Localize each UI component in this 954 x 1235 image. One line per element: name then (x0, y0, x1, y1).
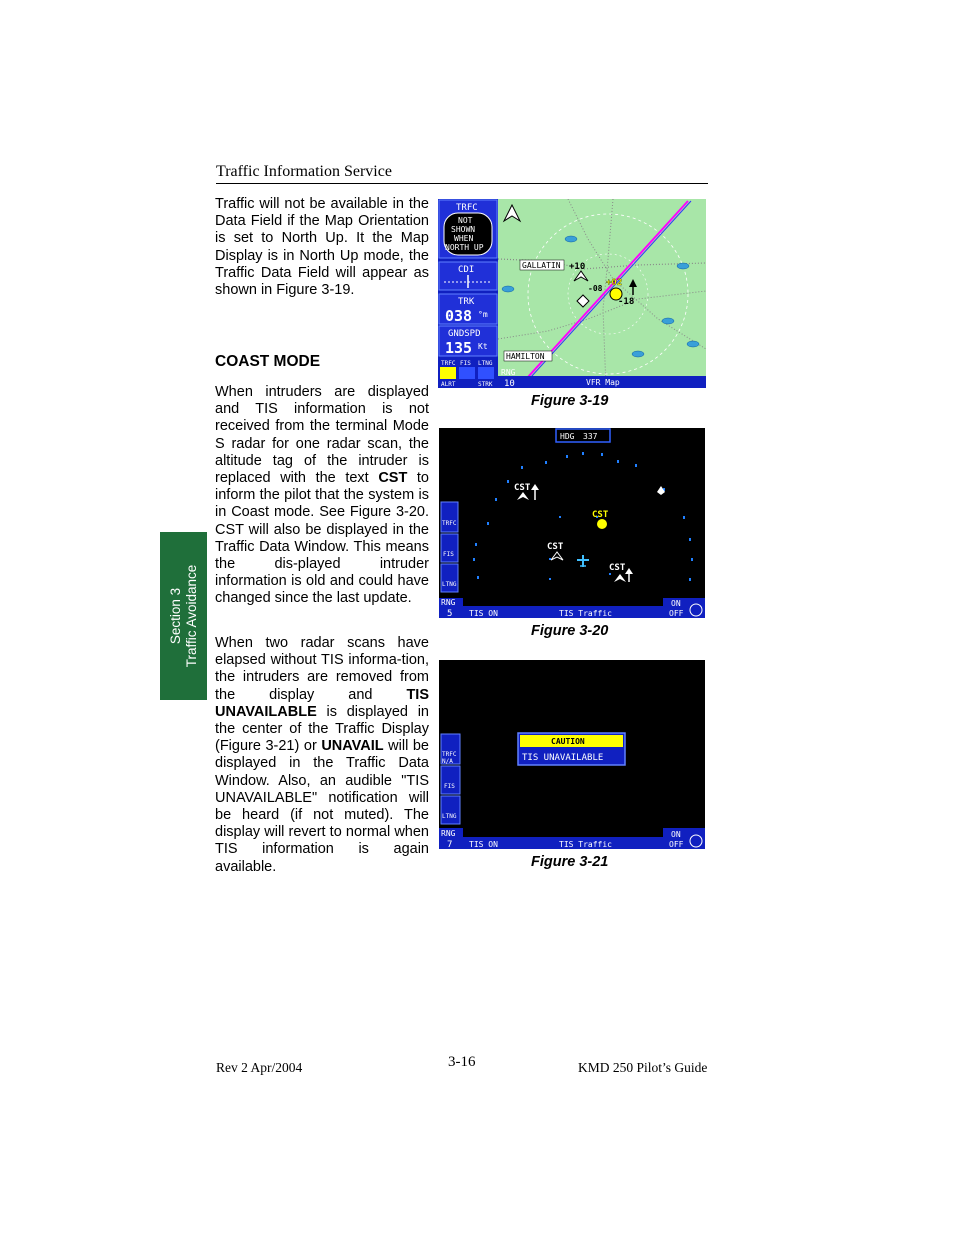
trk-field-label: TRK (458, 297, 475, 307)
header-title: Traffic Information Service (216, 163, 392, 180)
rng-value: 7 (447, 840, 452, 849)
svg-text:SHOWN: SHOWN (451, 225, 475, 234)
figure-3-21-tis-unavailable: CAUTION TIS UNAVAILABLE TRFC N/A FIS LTN… (439, 660, 705, 849)
svg-text:NOT: NOT (458, 216, 473, 225)
cdi-field-label: CDI (458, 265, 474, 275)
hdg-value: 337 (583, 432, 598, 441)
footer-revision: Rev 2 Apr/2004 (216, 1060, 303, 1075)
rng-value: 10 (504, 379, 515, 388)
svg-text:STRK: STRK (478, 381, 493, 388)
svg-text:TRFC: TRFC (441, 360, 456, 367)
svg-text:LTNG: LTNG (478, 360, 493, 367)
traffic-tag-minus08: -08 (588, 284, 603, 293)
rng-label: RNG (441, 598, 456, 607)
place-label-hamilton: HAMILTON (506, 352, 545, 361)
svg-text:TRFC: TRFC (442, 520, 457, 527)
svg-text:FIS: FIS (444, 783, 455, 790)
trk-value: 038 (445, 307, 472, 325)
traffic-tag-minus18: -18 (618, 297, 634, 307)
footer-guide-title: KMD 250 Pilot’s Guide (578, 1060, 708, 1075)
svg-text:ALRT: ALRT (441, 381, 456, 388)
tis-status: TIS ON (469, 840, 498, 849)
rng-label: RNG (501, 368, 516, 377)
coast-paragraph-2: When two radar scans have elapsed withou… (215, 635, 429, 875)
svg-text:NORTH UP: NORTH UP (445, 243, 484, 252)
svg-text:LTNG: LTNG (442, 581, 457, 588)
intruder-tag-cst-1: CST (514, 483, 531, 493)
svg-text:Kt: Kt (478, 342, 488, 351)
traffic-tag-plus02: +02 (606, 278, 622, 288)
figure-3-21-caption: Figure 3-21 (531, 854, 609, 870)
intruder-tag-cst-2: CST (592, 510, 609, 520)
trfc-field-label: TRFC (456, 203, 478, 213)
svg-text:N/A: N/A (442, 758, 453, 765)
svg-text:TRFC: TRFC (442, 751, 457, 758)
intruder-tag-cst-3: CST (547, 542, 564, 552)
svg-text:LTNG: LTNG (442, 813, 457, 820)
map-title: VFR Map (586, 378, 620, 387)
svg-text:WHEN: WHEN (454, 234, 473, 243)
place-label-gallatin: GALLATIN (522, 261, 561, 270)
svg-text:OFF: OFF (669, 609, 684, 618)
figure-3-20-caption: Figure 3-20 (531, 623, 609, 639)
figure-3-19-vfr-map: GALLATIN HAMILTON +10 +02 -08 -18 TRFC N… (438, 199, 706, 388)
svg-text:FIS: FIS (460, 360, 471, 367)
intro-paragraph: Traffic will not be available in the Dat… (215, 196, 429, 299)
svg-text:OFF: OFF (669, 840, 684, 849)
svg-text:°m: °m (478, 310, 488, 319)
page-number: 3-16 (448, 1054, 476, 1070)
traffic-tag-plus10: +10 (569, 262, 585, 272)
intruder-tag-cst-4: CST (609, 563, 626, 573)
section-tab: Section 3 Traffic Avoidance (160, 532, 207, 700)
section-heading: COAST MODE (215, 353, 321, 370)
display-title: TIS Traffic (559, 840, 612, 849)
section-tab-label: Section 3 Traffic Avoidance (167, 564, 199, 668)
svg-text:FIS: FIS (443, 551, 454, 558)
svg-text:ON: ON (671, 599, 681, 608)
tis-status: TIS ON (469, 609, 498, 618)
tis-unavailable-message: TIS UNAVAILABLE (522, 753, 603, 763)
caution-label: CAUTION (551, 737, 585, 746)
figure-3-20-tis-traffic: HDG 337 CST CST CST CST TRFC (439, 428, 705, 618)
coast-paragraph-1: When intruders are displayed and TIS inf… (215, 384, 429, 607)
gndspd-value: 135 (445, 339, 472, 357)
running-header: Traffic Information Service (216, 163, 708, 184)
svg-text:ON: ON (671, 830, 681, 839)
rng-value: 5 (447, 609, 452, 618)
figure-3-19-caption: Figure 3-19 (531, 393, 609, 409)
display-title: TIS Traffic (559, 609, 612, 618)
hdg-label: HDG (560, 432, 575, 441)
gndspd-field-label: GNDSPD (448, 329, 481, 339)
rng-label: RNG (441, 829, 456, 838)
